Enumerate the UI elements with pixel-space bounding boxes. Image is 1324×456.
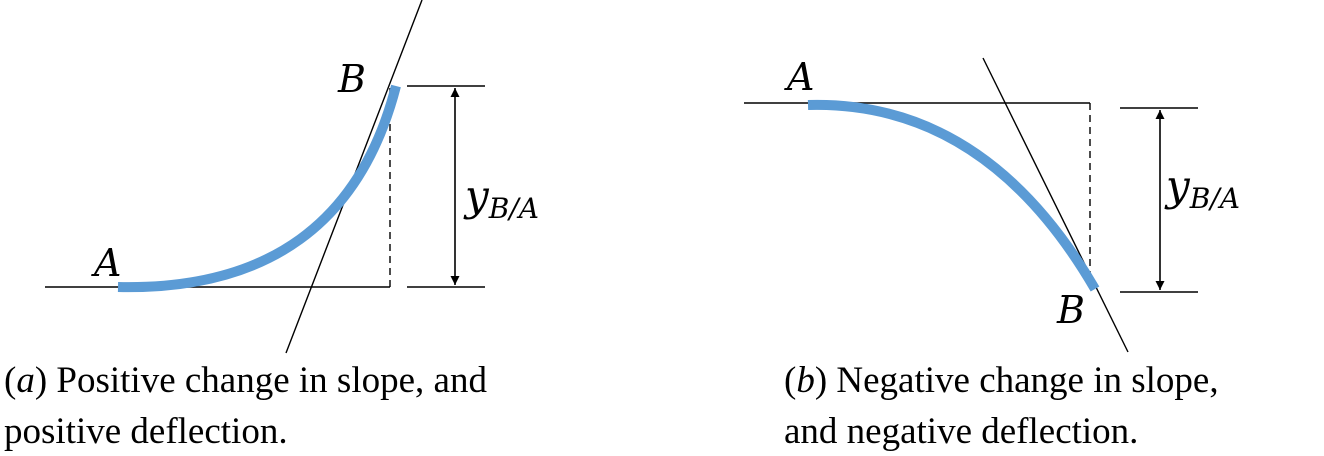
panel-a-caption-line2: positive deflection.	[4, 411, 288, 452]
panel-b-deflection-label: yB/A	[1164, 161, 1240, 215]
panel-b-label-b: B	[1056, 288, 1085, 332]
panel-a-deflection-label: yB/A	[463, 171, 539, 225]
panel-b-label-a: A	[784, 55, 814, 99]
panel-a-label-a: A	[91, 241, 121, 285]
panel-b-caption-line1: (b) Negative change in slope,	[784, 360, 1219, 401]
panel-b-caption-text: ) Negative change in slope,	[815, 360, 1219, 401]
panel-b-deflection-symbol: y	[1164, 161, 1191, 210]
panel-a-caption-text: ) Positive change in slope, and	[35, 360, 488, 401]
panel-a-label-b: B	[337, 57, 366, 101]
panel-a-elastic-curve	[117, 84, 401, 293]
panel-b: A B yB/A (b) Negative change in slope, a…	[744, 55, 1240, 452]
panel-b-caption-line2: and negative deflection.	[784, 411, 1138, 452]
panel-b-elastic-curve	[807, 99, 1100, 292]
panel-b-caption-label: b	[796, 360, 815, 401]
panel-b-tangent-line	[982, 57, 1129, 353]
panel-a-deflection-symbol: y	[463, 171, 490, 220]
panel-a-deflection-subscript: B/A	[488, 192, 539, 225]
panel-a-caption-label: a	[16, 360, 35, 401]
panel-a-caption-line1: (a) Positive change in slope, and	[4, 360, 487, 401]
panel-a: A B yB/A (a) Positive change in slope, a…	[4, 0, 539, 452]
panel-b-deflection-subscript: B/A	[1189, 182, 1240, 215]
